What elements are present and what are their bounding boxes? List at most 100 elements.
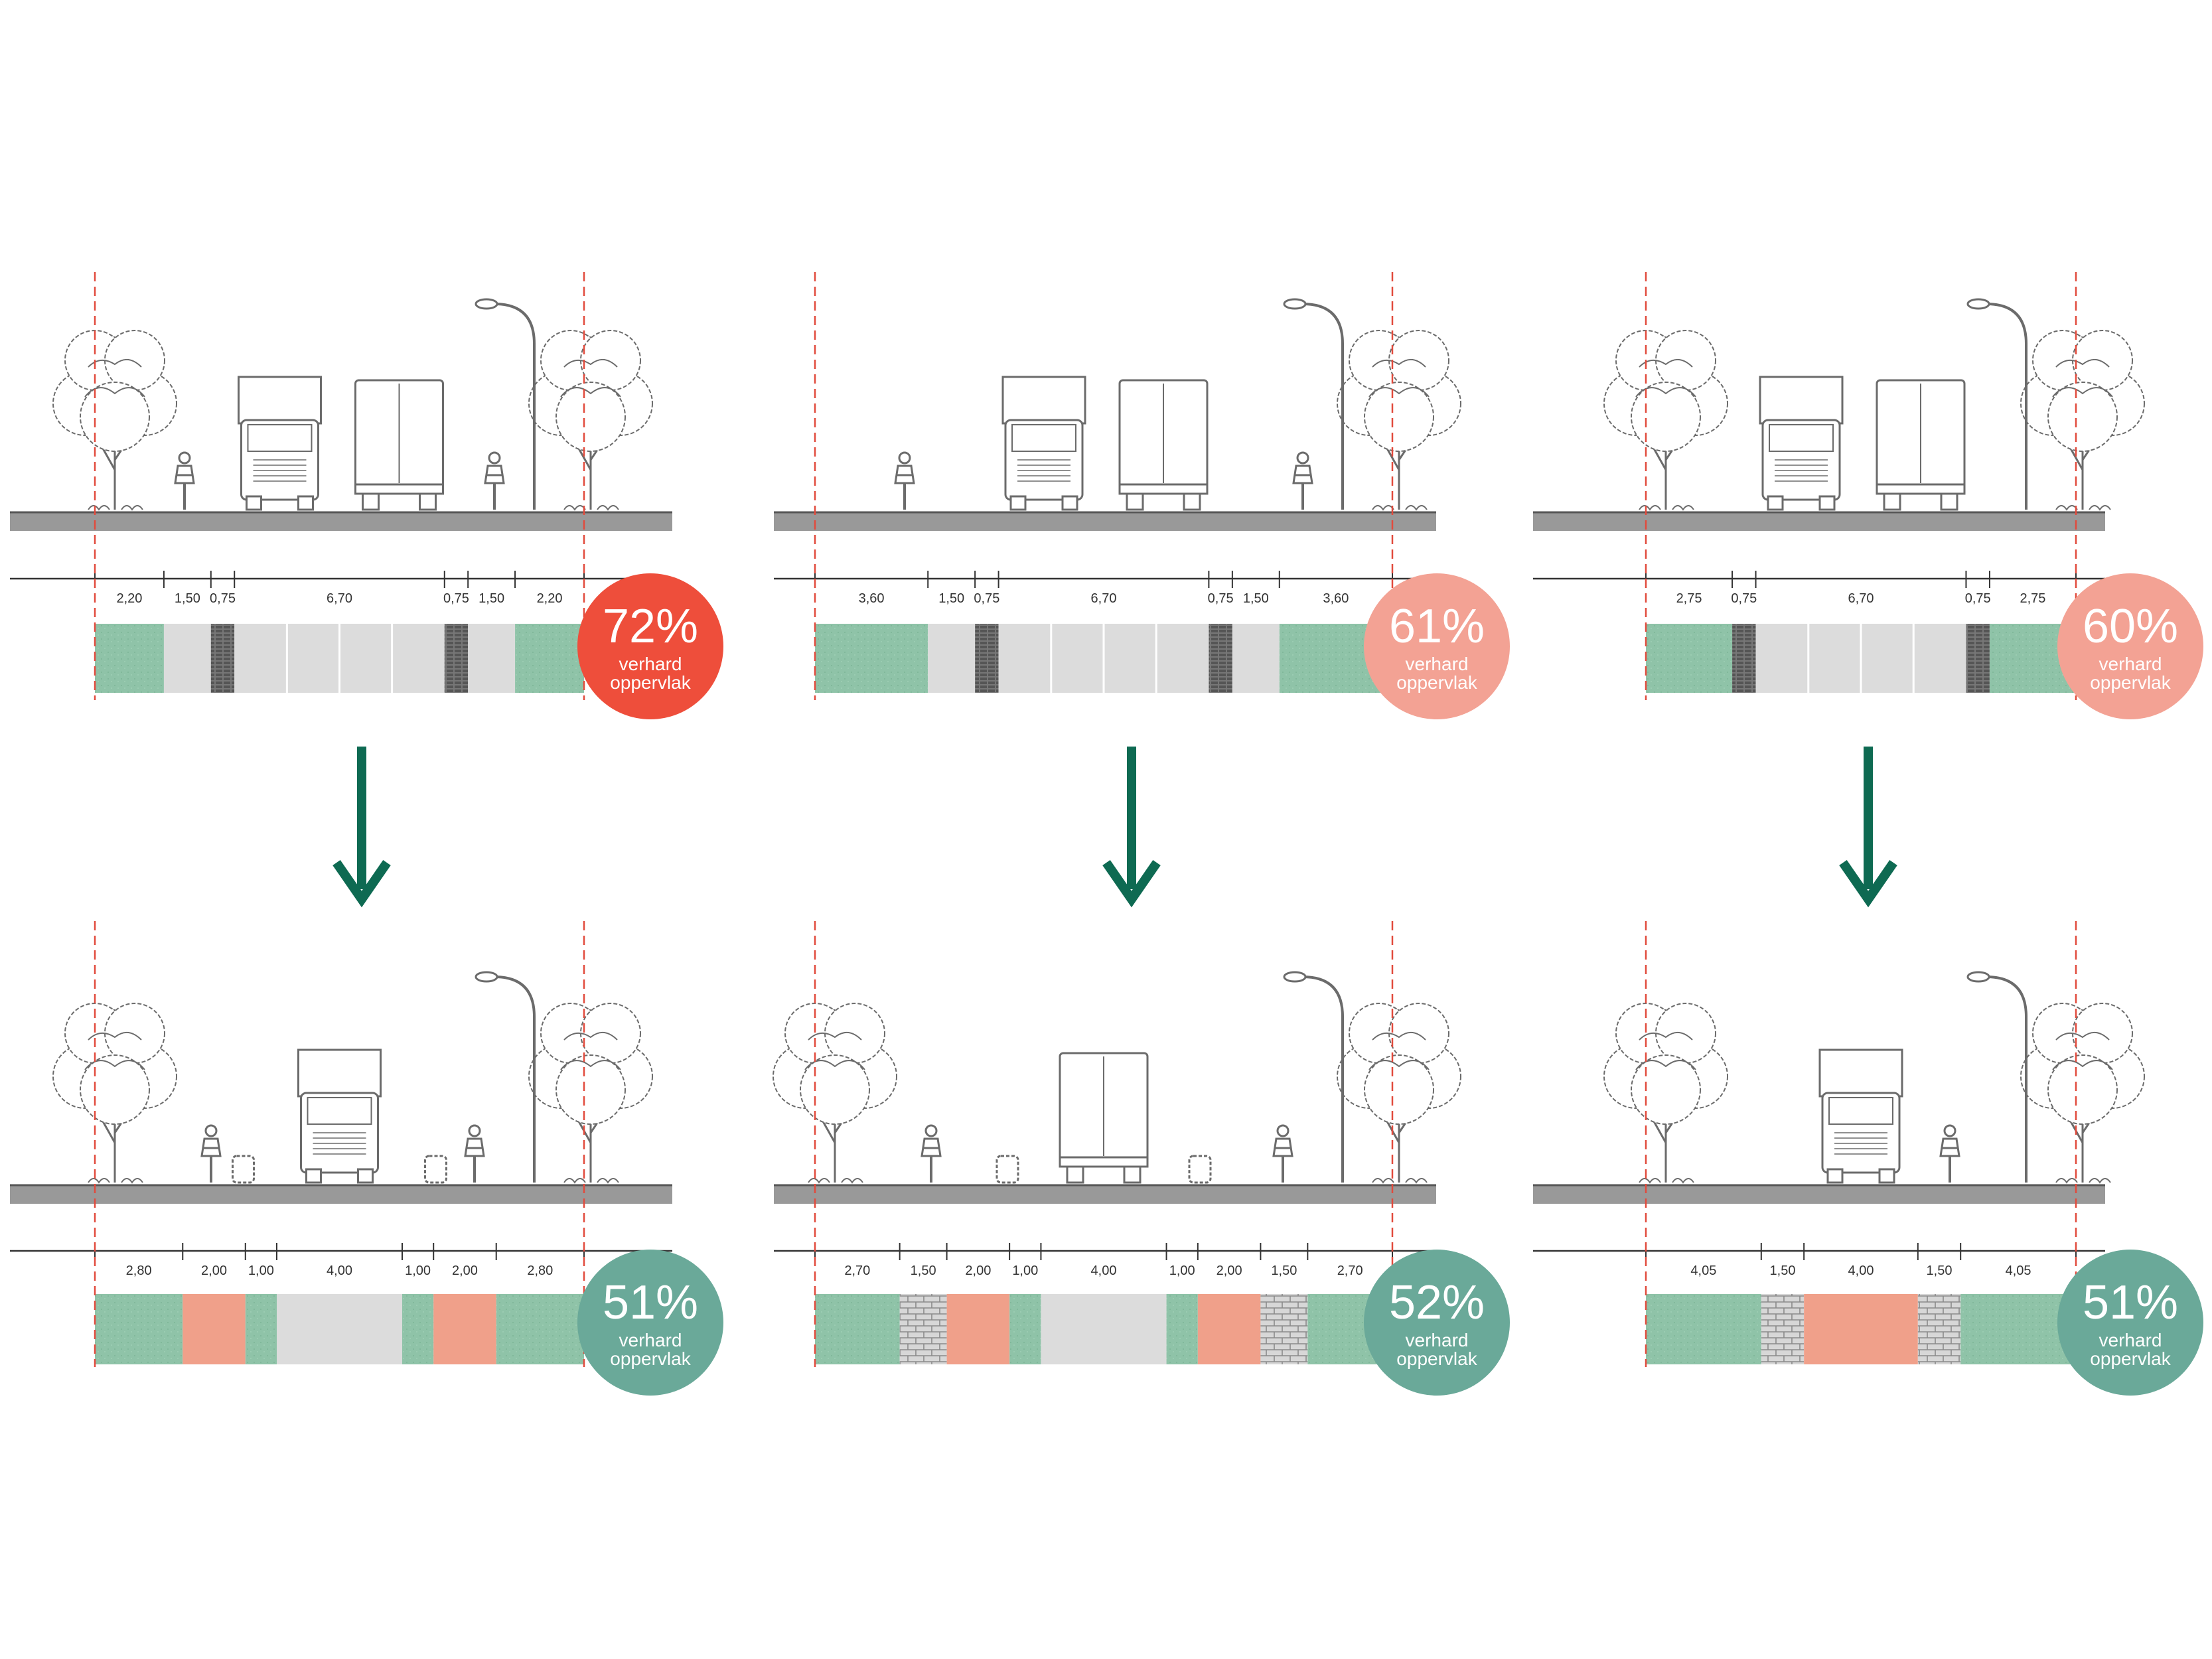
tree-crown <box>2047 382 2118 452</box>
truck-rear-icon <box>1876 379 1966 511</box>
lamp-head <box>475 298 498 310</box>
tree-crown <box>1388 330 1449 391</box>
tree-crown <box>80 1054 150 1125</box>
badge-percent: 60% <box>2083 600 2178 653</box>
cyclist-head <box>204 1124 218 1137</box>
truck-rear-icon <box>354 379 444 511</box>
dimension-label: 2,70 <box>844 1263 870 1278</box>
surface-bike_red <box>946 1294 1010 1364</box>
lamp-pole <box>1302 303 1344 510</box>
cyclist-head <box>1296 451 1309 465</box>
dimension-label: 1,50 <box>175 591 200 606</box>
badge-percent: 61% <box>1389 600 1485 653</box>
badge-circle <box>577 1250 723 1396</box>
truck-bumper <box>354 483 444 495</box>
tree-detail <box>1368 359 1430 397</box>
dimension-label: 4,00 <box>1848 1263 1874 1278</box>
surface-green <box>515 624 584 693</box>
dimension-label: 3,60 <box>1323 591 1349 606</box>
surface-green <box>1960 1294 2076 1364</box>
dimension-label: 1,00 <box>405 1263 431 1278</box>
truck-front-icon <box>1759 376 1844 511</box>
tree-crown <box>1655 1003 1716 1064</box>
dimension-label: 2,00 <box>201 1263 227 1278</box>
dimension-label: 0,75 <box>1731 591 1757 606</box>
lamp-head <box>475 971 498 983</box>
dimension-label: 0,75 <box>1208 591 1234 606</box>
dimension-label: 2,00 <box>1217 1263 1242 1278</box>
truck-wheel <box>297 495 314 511</box>
tree-detail <box>84 1032 145 1070</box>
tree-crown <box>1631 1054 1701 1125</box>
truck-box <box>238 376 322 425</box>
truck-rear-icon <box>1059 1052 1149 1184</box>
badge-percent: 51% <box>2083 1276 2178 1329</box>
truck-windshield <box>1828 1097 1893 1125</box>
grass <box>2055 1178 2111 1184</box>
surface-gutter <box>444 624 469 693</box>
surface-green <box>245 1294 277 1364</box>
badge-caption: verhard <box>619 654 682 674</box>
tree-crown <box>1655 330 1716 391</box>
badge-percent: 51% <box>603 1276 698 1329</box>
road-section <box>774 512 1436 531</box>
lamp-pole <box>1986 975 2028 1183</box>
cyclist-head <box>178 451 191 465</box>
dimension-label: 2,00 <box>965 1263 991 1278</box>
surface-gutter <box>975 624 999 693</box>
tree-crown <box>1364 382 1434 452</box>
truck-wheel <box>1123 1165 1142 1184</box>
truck-bumper <box>1876 483 1966 495</box>
grass <box>88 505 143 511</box>
dimension-label: 1,50 <box>479 591 504 606</box>
dimension-label: 1,00 <box>248 1263 274 1278</box>
road-section <box>1533 1185 2105 1204</box>
surface-bike_red <box>1804 1294 1918 1364</box>
surface-green <box>402 1294 434 1364</box>
badge-circle <box>2057 573 2203 719</box>
tree-crown <box>1388 1003 1449 1064</box>
dimension-label: 2,75 <box>1676 591 1702 606</box>
truck-wheel <box>357 1168 374 1184</box>
badge-caption: oppervlak <box>610 1348 691 1369</box>
surface-paving <box>899 1294 947 1364</box>
surface-concrete <box>1041 1294 1167 1364</box>
badge-circle <box>577 573 723 719</box>
truck-front-icon <box>238 376 322 511</box>
surface-gutter <box>1732 624 1756 693</box>
cyclist-head <box>488 451 501 465</box>
cyclist-icon <box>200 1124 222 1183</box>
cyclist-icon <box>1272 1124 1293 1183</box>
surface-green <box>1646 1294 1761 1364</box>
surface-green <box>815 1294 900 1364</box>
badge-caption: oppervlak <box>1396 672 1477 693</box>
lamp-head <box>1283 971 1307 983</box>
cyclist-icon <box>464 1124 485 1183</box>
truck-windshield <box>1011 424 1076 452</box>
badge-caption: oppervlak <box>2090 672 2171 693</box>
planter-icon <box>1188 1155 1212 1184</box>
grass <box>1639 1178 1694 1184</box>
grass <box>88 1178 143 1184</box>
cyclist-icon <box>484 451 505 510</box>
surface-paving <box>1761 1294 1805 1364</box>
truck-box <box>1001 376 1086 425</box>
truck-windshield <box>247 424 313 452</box>
badge-percent: 52% <box>1389 1276 1485 1329</box>
surface-bike_red <box>1197 1294 1261 1364</box>
grass <box>808 1178 863 1184</box>
dimension-label: 1,50 <box>1770 1263 1796 1278</box>
tree-detail <box>560 359 621 397</box>
dimension-label: 1,50 <box>911 1263 936 1278</box>
badge-circle <box>2057 1250 2203 1396</box>
truck-front-icon <box>1818 1048 1903 1184</box>
street-lamp-icon <box>1283 298 1344 510</box>
tree-crown <box>824 1003 885 1064</box>
tree-crown <box>555 1054 626 1125</box>
